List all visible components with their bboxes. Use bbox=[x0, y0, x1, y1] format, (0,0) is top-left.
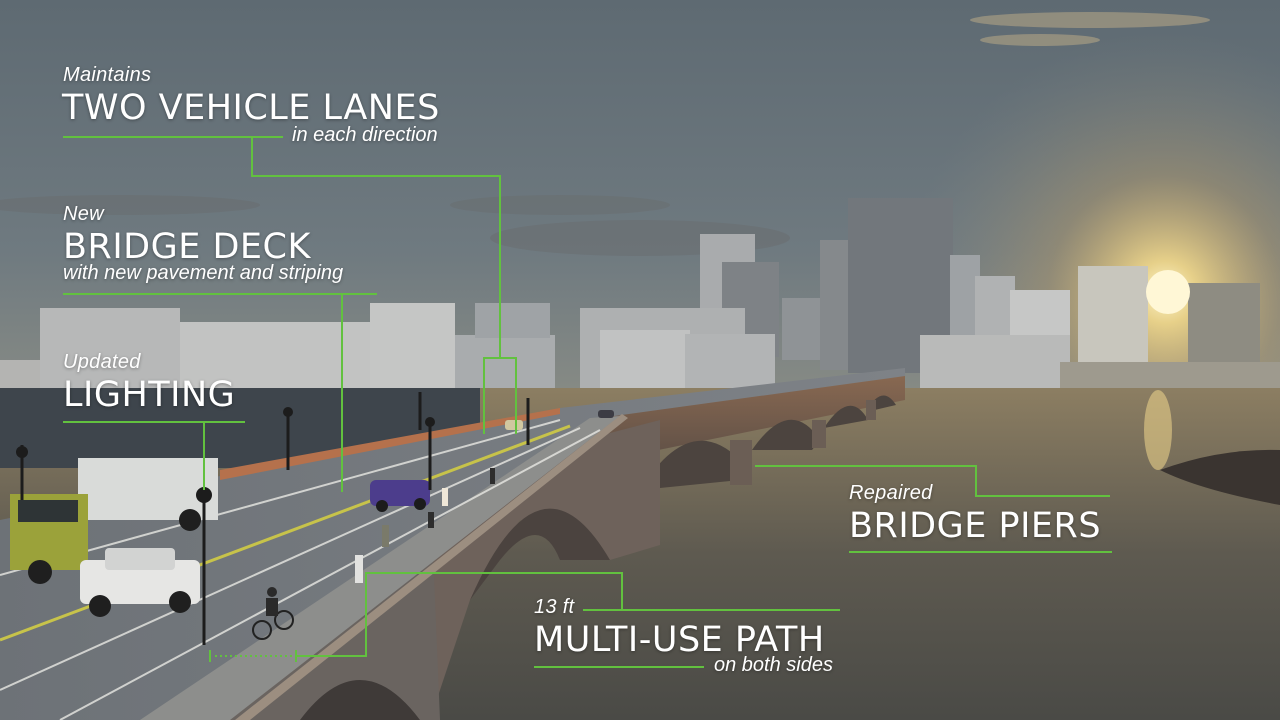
lanes-title: TWO VEHICLE LANES bbox=[62, 88, 440, 128]
path-underline bbox=[534, 666, 704, 668]
lanes-sub-label: in each direction bbox=[292, 124, 438, 146]
lighting-underline bbox=[63, 421, 245, 423]
piers-pre-label: Repaired bbox=[849, 482, 933, 504]
deck-underline bbox=[63, 293, 377, 295]
lighting-title: LIGHTING bbox=[63, 375, 236, 415]
path-sub-label: on both sides bbox=[714, 654, 833, 676]
deck-pre-label: New bbox=[63, 203, 104, 225]
lanes-pre-label: Maintains bbox=[63, 64, 152, 86]
piers-underline bbox=[849, 551, 1112, 553]
path-title: MULTI-USE PATH bbox=[534, 620, 825, 660]
piers-title: BRIDGE PIERS bbox=[849, 506, 1102, 546]
lighting-pre-label: Updated bbox=[63, 351, 141, 373]
deck-sub-label: with new pavement and striping bbox=[63, 262, 344, 284]
deck-title: BRIDGE DECK bbox=[63, 227, 311, 267]
path-pre-label: 13 ft bbox=[534, 596, 575, 618]
lanes-underline bbox=[63, 136, 283, 138]
path-top-line bbox=[583, 609, 840, 611]
